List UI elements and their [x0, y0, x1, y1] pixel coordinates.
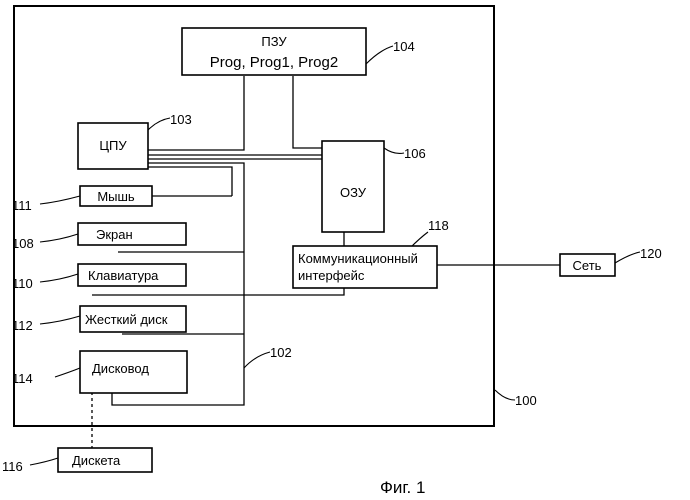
ref-keyboard: 110: [12, 276, 33, 291]
ref-rom: 104: [393, 39, 415, 54]
rom-programs: Prog, Prog1, Prog2: [210, 54, 338, 71]
ref-system: 100: [515, 393, 537, 408]
figure-caption: Фиг. 1: [380, 478, 425, 497]
screen-block: Экран: [78, 223, 186, 245]
mouse-block: Мышь: [80, 186, 152, 206]
mouse-label: Мышь: [97, 189, 135, 204]
diskette-block: Дискета: [58, 448, 152, 472]
drive-block: Дисковод: [80, 351, 187, 393]
ref-network: 120: [640, 246, 662, 261]
network-block: Сеть: [560, 254, 615, 276]
comm-label-line2: интерфейс: [298, 268, 365, 283]
ref-hdd: 112: [12, 318, 33, 333]
rom-title: ПЗУ: [261, 34, 287, 49]
hdd-block: Жесткий диск: [80, 306, 186, 332]
ram-block: ОЗУ: [322, 141, 384, 232]
screen-label: Экран: [96, 227, 133, 242]
drive-label: Дисковод: [92, 361, 149, 376]
cpu-block: ЦПУ: [78, 123, 148, 169]
hdd-label: Жесткий диск: [85, 312, 168, 327]
ram-label: ОЗУ: [340, 185, 367, 200]
ref-ram: 106: [404, 146, 426, 161]
diskette-label: Дискета: [72, 453, 121, 468]
ref-drive: 114: [12, 371, 33, 386]
comm-interface-block: Коммуникационный интерфейс: [293, 246, 437, 288]
ref-cpu: 103: [170, 112, 192, 127]
ref-screen: 108: [12, 236, 34, 251]
ref-diskette: 116: [2, 459, 23, 474]
ref-bus: 102: [270, 345, 292, 360]
rom-block: ПЗУ Prog, Prog1, Prog2: [182, 28, 366, 75]
ref-mouse: 111: [12, 198, 32, 213]
keyboard-label: Клавиатура: [88, 268, 159, 283]
ref-comm: 118: [428, 218, 449, 233]
keyboard-block: Клавиатура: [78, 264, 186, 286]
network-label: Сеть: [573, 258, 602, 273]
cpu-label: ЦПУ: [99, 138, 127, 153]
comm-label-line1: Коммуникационный: [298, 251, 418, 266]
